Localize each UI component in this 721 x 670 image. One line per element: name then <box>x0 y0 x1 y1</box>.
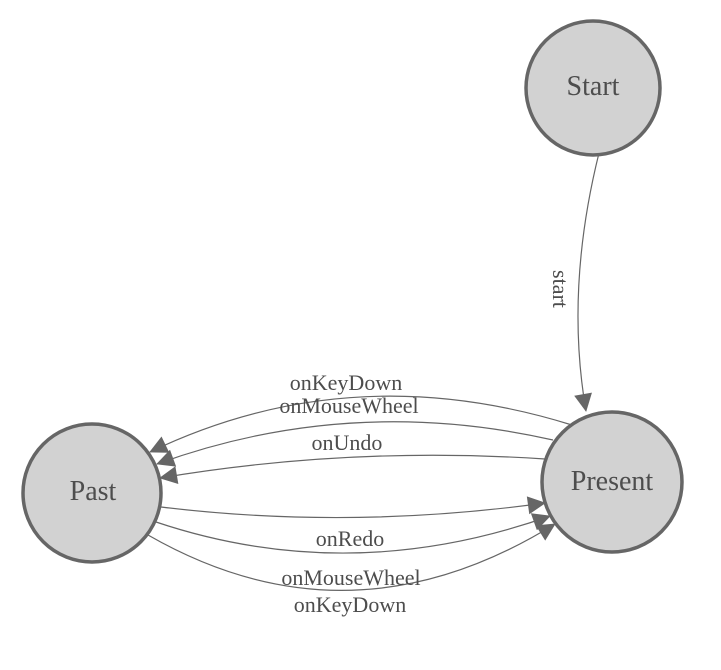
state-label-start: Start <box>567 71 620 102</box>
edge-past-to-present-onmousewheel <box>155 513 551 554</box>
state-node-start[interactable] <box>524 19 662 157</box>
edge-label-start: start <box>548 270 573 308</box>
edge-start-to-present <box>574 152 600 412</box>
edge-label-onmousewheel-bottom: onMouseWheel <box>281 565 420 590</box>
edge-label-onundo: onUndo <box>312 430 383 455</box>
state-node-present[interactable] <box>540 410 684 554</box>
edge-present-to-past-onmousewheel <box>156 421 554 467</box>
state-node-past[interactable] <box>21 422 163 564</box>
edge-labels-group: start onKeyDown onMouseWheel onUndo onRe… <box>279 270 573 617</box>
edge-label-onmousewheel-top: onMouseWheel <box>279 393 418 418</box>
edge-label-onkeydown-bottom: onKeyDown <box>294 592 406 617</box>
edge-label-onredo: onRedo <box>316 526 384 551</box>
edge-label-onkeydown-top: onKeyDown <box>290 370 402 395</box>
edge-past-to-present-onkeydown <box>147 523 556 591</box>
state-label-past: Past <box>70 476 117 507</box>
edge-past-to-present-onredo <box>160 496 546 519</box>
state-label-present: Present <box>571 466 654 497</box>
edge-present-to-past-onundo <box>159 454 546 485</box>
edges-group <box>147 152 600 591</box>
edge-present-to-past-onkeydown <box>149 395 573 453</box>
nodes-group: Start Past Present <box>21 19 684 564</box>
